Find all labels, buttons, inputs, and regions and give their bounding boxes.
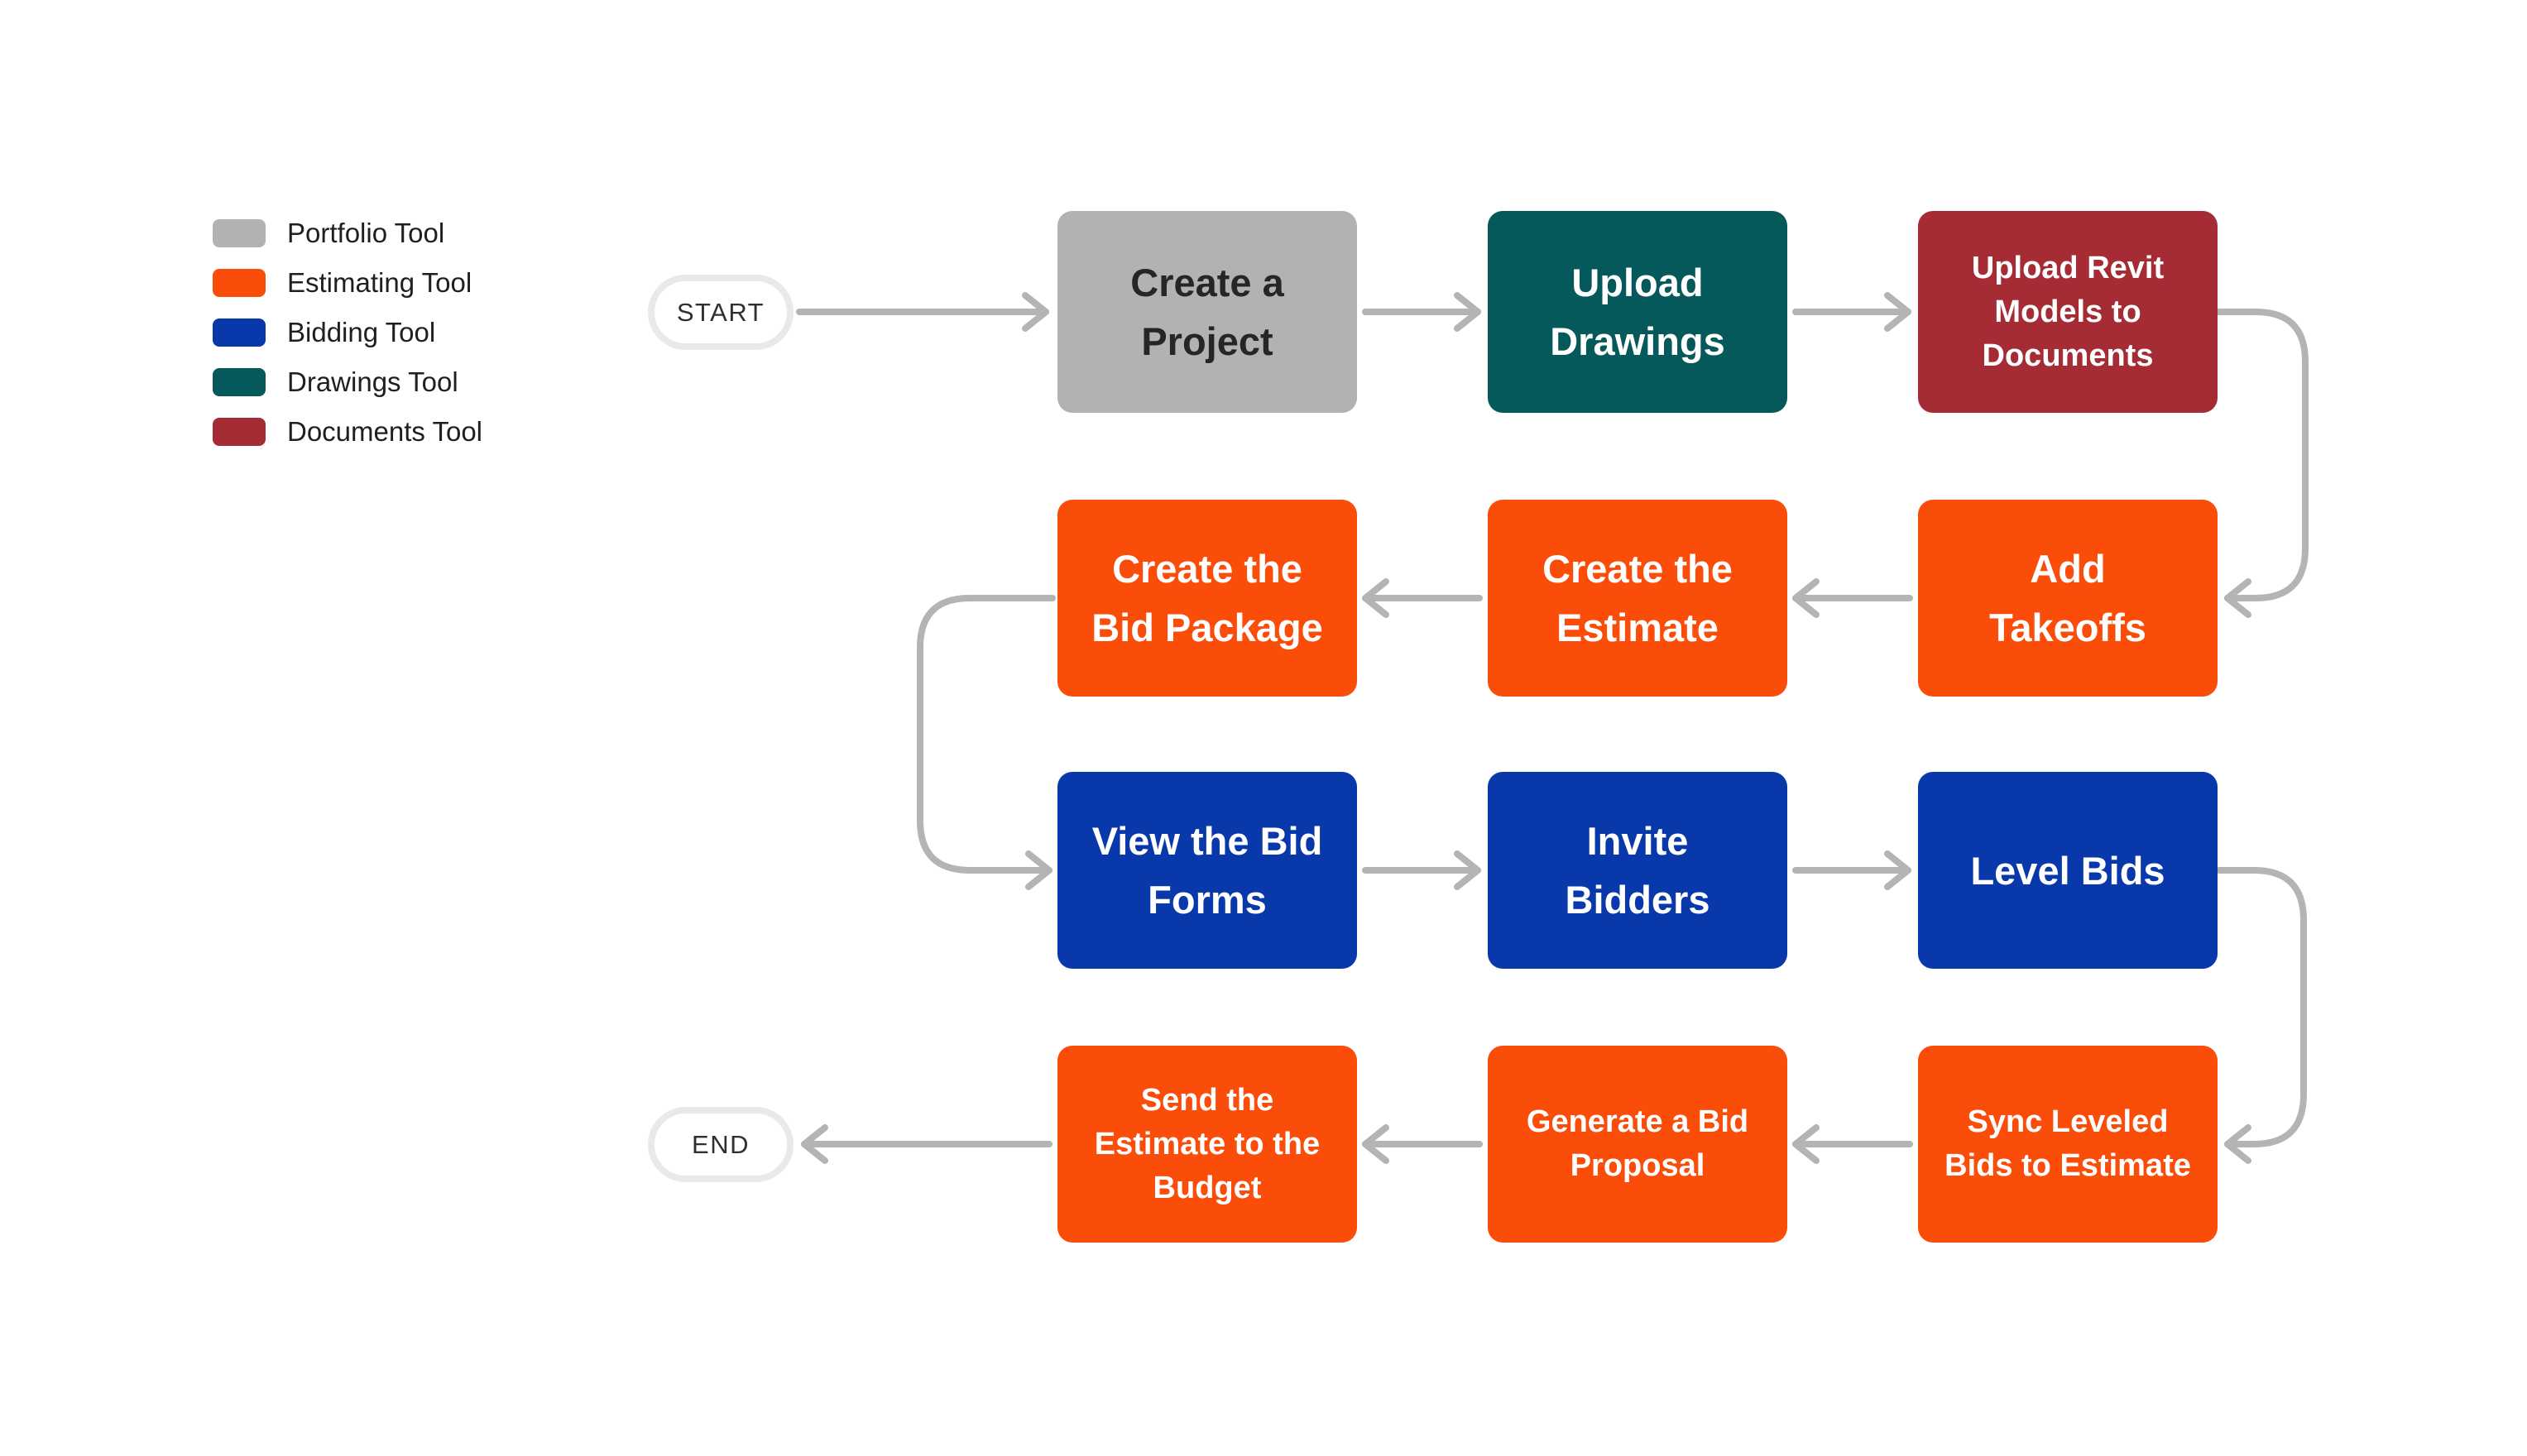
start-terminal-label: START (676, 297, 765, 327)
legend-item-portfolio: Portfolio Tool (213, 218, 482, 248)
flow-node-level-bids: Level Bids (1918, 772, 2218, 969)
estimating-color-swatch (213, 269, 266, 297)
legend-item-bidding: Bidding Tool (213, 317, 482, 347)
legend-label: Drawings Tool (287, 366, 458, 397)
legend-item-drawings: Drawings Tool (213, 366, 482, 397)
portfolio-color-swatch (213, 219, 266, 247)
legend-label: Estimating Tool (287, 267, 472, 298)
legend-item-estimating: Estimating Tool (213, 267, 482, 298)
legend-label: Bidding Tool (287, 317, 436, 347)
node-label: Level Bids (1970, 848, 2165, 893)
legend-item-documents: Documents Tool (213, 416, 483, 447)
bidding-color-swatch (213, 318, 266, 347)
drawings-color-swatch (213, 368, 266, 396)
legend-label: Documents Tool (287, 416, 483, 447)
end-terminal-label: END (692, 1129, 750, 1159)
edge-level-bids-to-sync-leveled-bids (2216, 867, 2307, 1164)
end-terminal: END (648, 1107, 794, 1182)
edge-create-bid-package-to-view-bid-forms (917, 595, 1056, 890)
start-terminal: START (648, 275, 794, 350)
edge-upload-revit-to-add-takeoffs (2216, 309, 2309, 618)
documents-color-swatch (213, 418, 266, 446)
legend-label: Portfolio Tool (287, 218, 445, 248)
